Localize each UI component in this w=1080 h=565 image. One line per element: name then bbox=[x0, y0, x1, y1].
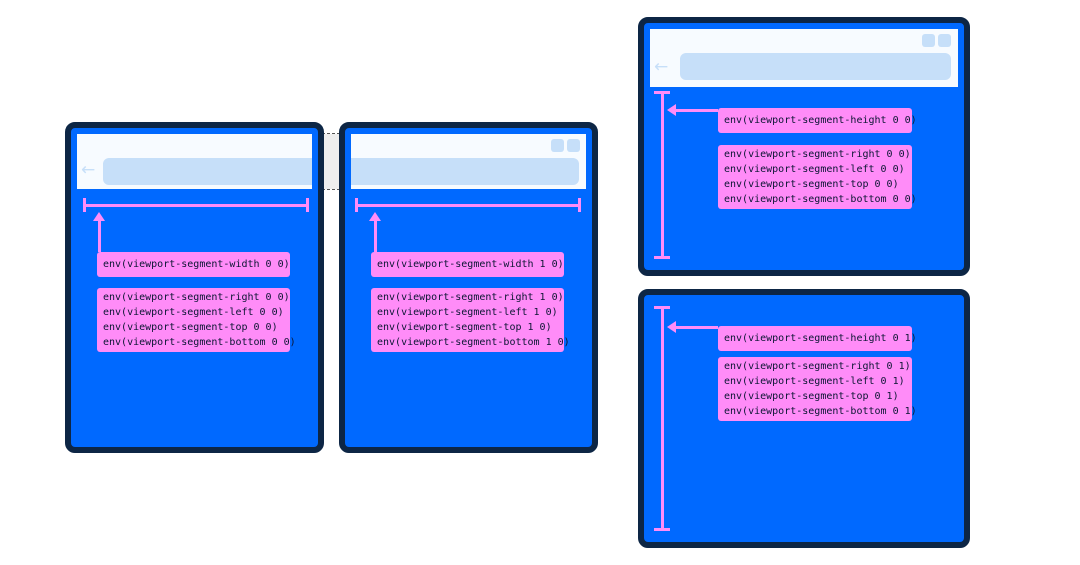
arrow-stem bbox=[675, 109, 718, 112]
segment-right-text: env(viewport-segment-right 0 0) bbox=[724, 149, 911, 160]
segment-edges-label: env(viewport-segment-right 0 1) env(view… bbox=[718, 357, 917, 421]
segment-left-text: env(viewport-segment-left 1 0) bbox=[377, 307, 558, 318]
window-button-icon[interactable] bbox=[567, 139, 580, 152]
segment-height-measure bbox=[661, 91, 664, 258]
segment-bottom-text: env(viewport-segment-bottom 1 0) bbox=[377, 337, 570, 348]
measure-tick bbox=[654, 528, 670, 531]
measure-tick bbox=[578, 198, 581, 212]
segment-right-text: env(viewport-segment-right 0 1) bbox=[724, 361, 911, 372]
segment-edges-label: env(viewport-segment-right 0 0) env(view… bbox=[97, 288, 296, 352]
segment-top-text: env(viewport-segment-top 0 1) bbox=[724, 391, 899, 402]
arrow-stem bbox=[675, 326, 718, 329]
window-button-icon[interactable] bbox=[551, 139, 564, 152]
measure-tick bbox=[306, 198, 309, 212]
arrow-left-icon bbox=[667, 321, 676, 333]
segment-bottom-text: env(viewport-segment-bottom 0 0) bbox=[724, 194, 917, 205]
segment-height-label: env(viewport-segment-height 0 0) bbox=[718, 108, 917, 133]
segment-right-text: env(viewport-segment-right 0 0) bbox=[103, 292, 290, 303]
arrow-left-icon bbox=[667, 104, 676, 116]
segment-width-measure bbox=[355, 204, 581, 207]
segment-width-measure bbox=[83, 204, 309, 207]
segment-width-label: env(viewport-segment-width 0 0) bbox=[97, 252, 290, 277]
address-bar[interactable] bbox=[680, 53, 951, 80]
segment-right-text: env(viewport-segment-right 1 0) bbox=[377, 292, 564, 303]
segment-width-label: env(viewport-segment-width 1 0) bbox=[371, 252, 564, 277]
window-button-icon[interactable] bbox=[938, 34, 951, 47]
arrow-up-icon bbox=[369, 212, 381, 221]
window-button-icon[interactable] bbox=[922, 34, 935, 47]
segment-top-text: env(viewport-segment-top 1 0) bbox=[377, 322, 552, 333]
segment-left-text: env(viewport-segment-left 0 0) bbox=[724, 164, 905, 175]
segment-top-text: env(viewport-segment-top 0 0) bbox=[724, 179, 899, 190]
measure-tick bbox=[654, 256, 670, 259]
segment-edges-label: env(viewport-segment-right 0 0) env(view… bbox=[718, 145, 917, 209]
arrow-stem bbox=[374, 220, 377, 252]
address-bar[interactable] bbox=[351, 158, 579, 185]
arrow-up-icon bbox=[93, 212, 105, 221]
back-arrow-icon[interactable]: ← bbox=[81, 160, 96, 180]
segment-edges-label: env(viewport-segment-right 1 0) env(view… bbox=[371, 288, 570, 352]
segment-bottom-text: env(viewport-segment-bottom 0 0) bbox=[103, 337, 296, 348]
segment-left-text: env(viewport-segment-left 0 1) bbox=[724, 376, 905, 387]
segment-left-text: env(viewport-segment-left 0 0) bbox=[103, 307, 284, 318]
address-bar[interactable] bbox=[103, 158, 312, 185]
hinge-gap bbox=[322, 134, 340, 189]
back-arrow-icon[interactable]: ← bbox=[654, 57, 669, 77]
segment-height-label: env(viewport-segment-height 0 1) bbox=[718, 326, 917, 351]
segment-bottom-text: env(viewport-segment-bottom 0 1) bbox=[724, 406, 917, 417]
arrow-stem bbox=[98, 220, 101, 252]
segment-height-measure bbox=[661, 306, 664, 531]
segment-top-text: env(viewport-segment-top 0 0) bbox=[103, 322, 278, 333]
hinge-dash-top bbox=[322, 133, 340, 134]
hinge-dash-bottom bbox=[322, 189, 340, 190]
